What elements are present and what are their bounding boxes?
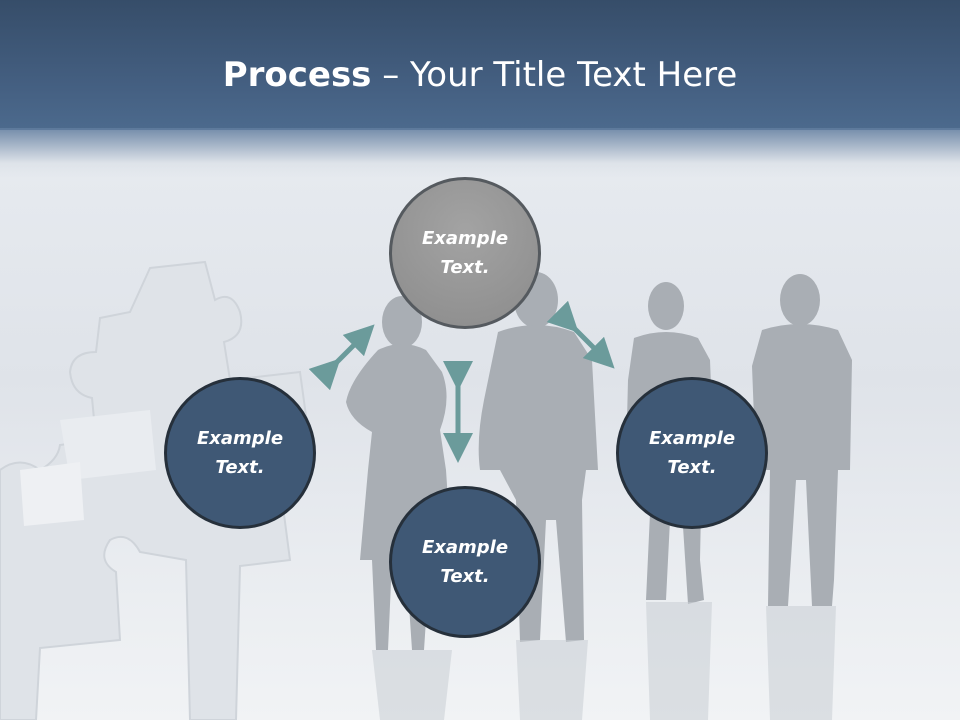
node-label-line1: Example	[648, 428, 736, 449]
node-label-line1: Example	[196, 428, 284, 449]
header-fade	[0, 128, 960, 178]
slide-title: Process – Your Title Text Here	[0, 52, 960, 98]
node-label-line2: Text.	[440, 566, 490, 587]
node-label-line2: Text.	[667, 457, 717, 478]
arrow-top-right	[546, 300, 615, 369]
title-bold: Process	[222, 55, 372, 95]
node-label-line1: Example	[421, 537, 509, 558]
node-label-line1: Example	[421, 228, 509, 249]
floor-reflection	[372, 602, 836, 720]
header-band	[0, 0, 960, 130]
title-rest: – Your Title Text Here	[371, 55, 738, 95]
node-label-line2: Text.	[440, 257, 490, 278]
node-label-line2: Text.	[215, 457, 265, 478]
arrow-top-left	[308, 324, 375, 391]
